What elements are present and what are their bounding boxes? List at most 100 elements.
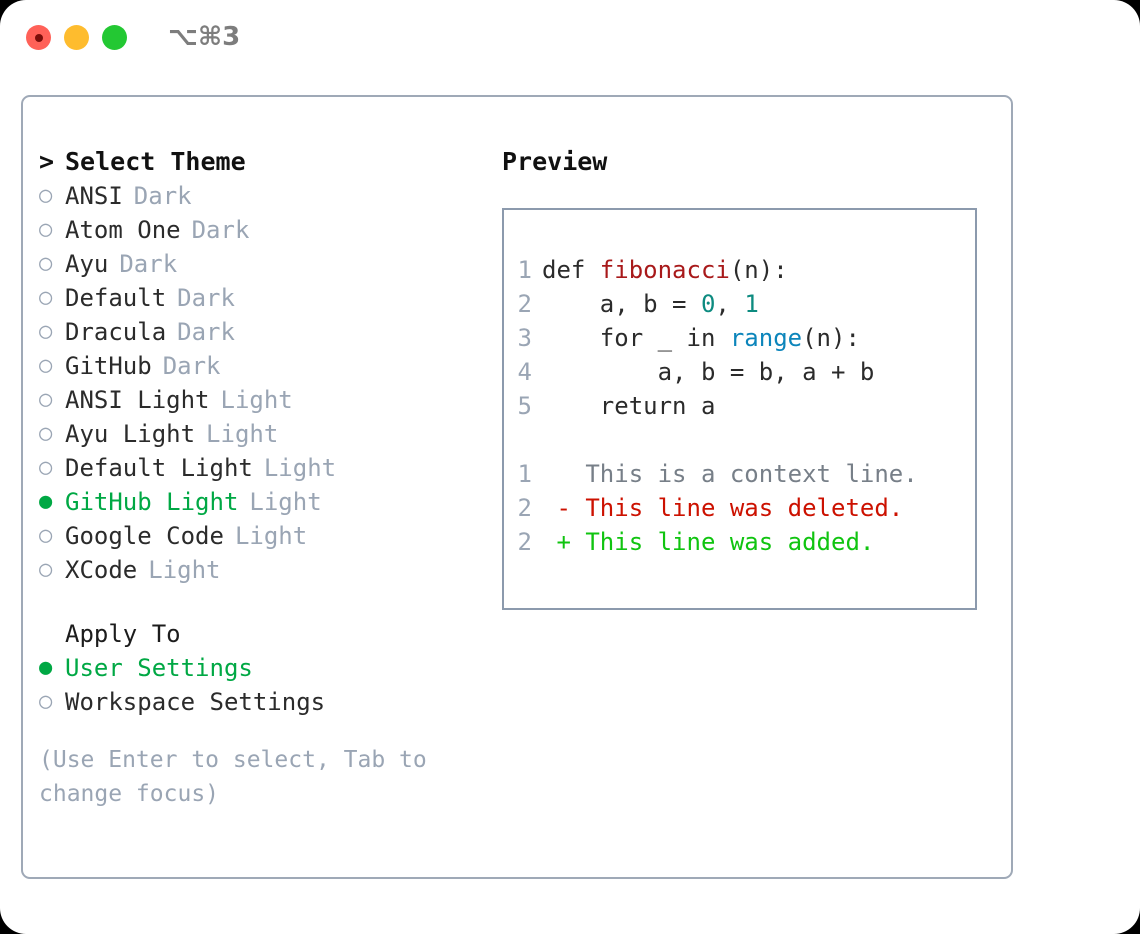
code-text: a, b = 0, 1: [542, 287, 759, 321]
close-button[interactable]: [26, 25, 51, 50]
code-token-plain: def: [542, 256, 600, 284]
keyboard-shortcut-label: ⌥⌘3: [168, 22, 241, 52]
window-controls: [26, 25, 127, 50]
theme-name: GitHub Light: [65, 488, 239, 516]
line-number: 3: [517, 324, 532, 352]
code-token-fn: fibonacci: [599, 256, 730, 284]
diff-text: This line was deleted.: [585, 494, 904, 522]
code-token-plain: for _ in: [542, 324, 730, 352]
radio-empty-icon: ○: [39, 217, 53, 242]
code-token-plain: a, b =: [542, 290, 701, 318]
code-token-num: 0: [700, 290, 716, 318]
apply-to-option[interactable]: ● User Settings: [39, 651, 479, 685]
diff-line: 2 + This line was added.: [504, 525, 975, 559]
theme-name: Dracula: [65, 318, 167, 346]
keyboard-hint: (Use Enter to select, Tab to change focu…: [39, 747, 427, 807]
theme-name: Google Code: [65, 522, 224, 550]
code-token-plain: return a: [542, 392, 716, 420]
code-token-plain: (n):: [729, 256, 788, 284]
theme-list-item[interactable]: ○ Dracula Dark: [39, 315, 479, 349]
radio-empty-icon: ○: [39, 183, 53, 208]
preview-title: Preview: [502, 147, 608, 176]
code-token-plain: ,: [715, 290, 745, 318]
radio-empty-icon: ○: [39, 455, 53, 480]
maximize-button[interactable]: [102, 25, 127, 50]
code-text: for _ in range(n):: [542, 321, 860, 355]
theme-variant-tag: Light: [263, 454, 337, 482]
apply-to-title: Apply To: [65, 620, 181, 648]
theme-list-item[interactable]: ● GitHub Light Light: [39, 485, 479, 519]
theme-variant-tag: Dark: [162, 352, 221, 380]
radio-selected-icon: ●: [39, 655, 53, 680]
code-line: 5 return a: [504, 389, 975, 423]
line-number: 2: [517, 494, 532, 522]
line-number: 2: [517, 290, 532, 318]
code-line: 3 for _ in range(n):: [504, 321, 975, 355]
line-number: 2: [517, 528, 532, 556]
code-token-num: 1: [744, 290, 759, 318]
apply-to-option-label: Workspace Settings: [65, 688, 326, 716]
theme-variant-tag: Light: [206, 420, 279, 448]
theme-name: XCode: [65, 556, 138, 584]
theme-variant-tag: Light: [220, 386, 293, 414]
theme-name: Default Light: [65, 454, 253, 482]
code-text: def fibonacci(n):: [542, 253, 788, 287]
line-number: 1: [517, 256, 532, 284]
radio-empty-icon: ○: [39, 319, 53, 344]
apply-to-option-label: User Settings: [65, 654, 253, 682]
radio-empty-icon: ○: [39, 353, 53, 378]
theme-name: Ayu: [65, 250, 109, 278]
diff-text: This line was added.: [585, 528, 875, 556]
diff-line: 2 - This line was deleted.: [504, 491, 975, 525]
code-token-plain: (n):: [802, 324, 860, 352]
theme-list-item[interactable]: ○ Google Code Light: [39, 519, 479, 553]
line-number: 4: [517, 358, 532, 386]
radio-empty-icon: ○: [39, 689, 53, 714]
theme-variant-tag: Light: [249, 488, 322, 516]
diff-sign: [542, 457, 585, 491]
apply-to-option[interactable]: ○ Workspace Settings: [39, 685, 479, 719]
theme-list-item[interactable]: ○ Default Light Light: [39, 451, 479, 485]
theme-variant-tag: Dark: [191, 216, 250, 244]
page-title: Select Theme: [65, 147, 246, 176]
theme-variant-tag: Dark: [133, 182, 192, 210]
section-spacer: [39, 587, 479, 617]
apply-to-header: Apply To: [39, 617, 479, 651]
theme-name: ANSI Light: [65, 386, 210, 414]
code-token-builtin: range: [729, 324, 803, 352]
line-number: 1: [517, 460, 532, 488]
theme-name: Default: [65, 284, 167, 312]
diff-text: This is a context line.: [585, 460, 918, 488]
theme-variant-tag: Light: [148, 556, 221, 584]
code-text: return a: [542, 389, 716, 423]
radio-empty-icon: ○: [39, 523, 53, 548]
theme-variant-tag: Dark: [119, 250, 178, 278]
diff-sample: 1 This is a context line.2 - This line w…: [504, 457, 975, 559]
theme-variant-tag: Light: [234, 522, 308, 550]
diff-line: 1 This is a context line.: [504, 457, 975, 491]
theme-variant-tag: Dark: [177, 318, 235, 346]
code-line: 4 a, b = b, a + b: [504, 355, 975, 389]
radio-empty-icon: ○: [39, 285, 53, 310]
minimize-button[interactable]: [64, 25, 89, 50]
radio-selected-icon: ●: [39, 489, 53, 514]
diff-sign: +: [542, 528, 586, 556]
code-line: 1 def fibonacci(n):: [504, 253, 975, 287]
diff-sign: -: [542, 494, 586, 522]
line-number: 5: [517, 392, 532, 420]
window-titlebar: ⌥⌘3: [0, 0, 1140, 78]
